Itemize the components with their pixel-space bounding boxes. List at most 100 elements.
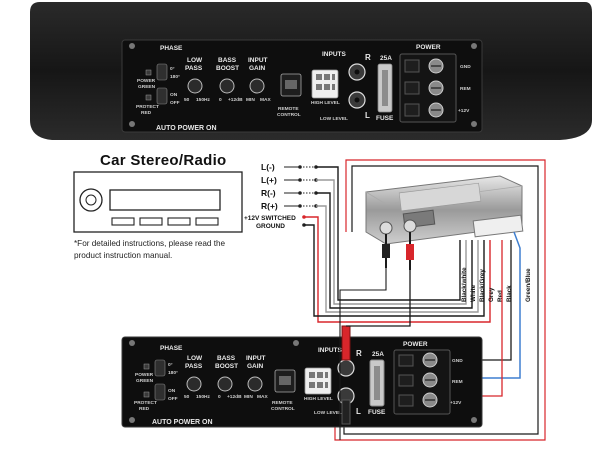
high-level-label: HIGH LEVEL [311,100,340,106]
stereo-display [109,189,221,211]
input-gain-label: INPUT [248,57,268,64]
bass-boost-label: BASS [218,57,237,64]
inputs-label: INPUTS [322,51,347,58]
protect-led-icon [145,94,152,101]
input-gain-knob[interactable] [249,78,265,94]
screw-icon [129,121,135,127]
power-led-icon [145,69,152,76]
low-pass-knob[interactable] [186,376,202,392]
protect-led-label-2: RED [141,110,152,116]
remote-control-label-2: CONTROL [277,112,301,118]
gnd-terminal-label: GND [460,64,471,70]
auto-power-switch[interactable] [154,383,166,401]
phase-180-label: 180° [168,370,178,376]
auto-power-on-label: AUTO POWER ON [152,419,213,426]
high-level-plug-pins [309,372,328,388]
rca-cable-white [382,234,390,268]
ground-wire [304,224,485,317]
input-gain-knob[interactable] [247,376,263,392]
high-level-input-plug[interactable] [304,367,332,395]
low-pass-min: 50 [184,97,190,103]
wire-label-black-grey: Black/Grey [479,269,486,302]
low-pass-label-2: PASS [185,65,203,72]
low-level-label: LOW LEVEL [320,116,348,122]
protect-led-label: PROTECT [134,400,157,406]
instruction-note: *For detailed instructions, please read … [74,238,225,262]
channel-r-label: R [365,53,371,62]
fuse-label: FUSE [368,409,386,416]
wire-label-grey: Grey [488,287,495,302]
remote-turn-on-wire [455,231,521,379]
bass-boost-max: +12dB [227,394,242,400]
fuse-rating-label: 25A [372,351,384,358]
power-led-label-2: GREEN [136,378,154,384]
wire-label-black-white: Black/white [461,267,468,302]
converter-rca-red [403,219,417,233]
low-pass-min: 50 [184,394,190,400]
high-low-converter [365,175,524,245]
bottom-amplifier: PHASE LOW PASS BASS BOOST INPUT GAIN INP… [121,325,483,428]
stereo-output-wires [284,166,316,207]
wire-label-black: Black [506,285,513,302]
power-terminal-label: POWER [403,341,428,348]
output-l-plus-label: L(+) [261,175,277,185]
switched-12v-label: +12V SWITCHED [244,215,296,222]
auto-off-label: OFF [170,100,180,106]
auto-on-label: ON [168,388,176,394]
auto-power-switch[interactable] [156,87,168,105]
bass-boost-label: BASS [217,355,236,362]
instruction-note-line-2: product instruction manual. [74,251,173,260]
phase-0-label: 0° [170,66,175,72]
gain-min: MIN [244,394,253,400]
output-l-minus-label: L(-) [261,162,275,172]
phase-label: PHASE [160,45,183,52]
switched-12v-wire [304,216,491,323]
phase-180-label: 180° [170,74,180,80]
low-level-label: LOW LEVEL [314,410,342,416]
fuse-rating-label: 25A [380,55,392,62]
input-gain-label: INPUT [246,355,266,362]
output-r-minus-label: R(-) [261,188,276,198]
power-led-label-2: GREEN [138,84,156,90]
low-pass-max: 150Hz [196,394,210,400]
stereo-button [195,217,219,226]
remote-control-label: REMOTE [278,106,299,112]
screw-icon [129,417,135,423]
car-stereo [73,171,243,233]
phase-switch[interactable] [154,359,166,377]
wire-label-red: Red [497,290,504,302]
phase-0-label: 0° [168,362,173,368]
speaker-level-wires [316,166,479,313]
screw-icon [471,121,477,127]
bass-boost-max: +12dB [228,97,243,103]
bass-boost-label-2: BOOST [216,65,239,72]
instruction-note-line-1: *For detailed instructions, please read … [74,239,226,248]
stereo-volume-knob-center [85,194,97,206]
bass-boost-min: 0 [218,394,221,400]
phase-switch[interactable] [156,63,168,81]
power-terminal-label: POWER [416,44,441,51]
high-level-label: HIGH LEVEL [304,396,333,402]
screw-icon [471,43,477,49]
red-frame-wire [334,159,546,441]
bass-boost-knob[interactable] [219,78,235,94]
gain-max: MAX [257,394,268,400]
bass-boost-knob[interactable] [217,376,233,392]
stereo-button [167,217,191,226]
remote-control-label-2: CONTROL [271,406,295,412]
gain-max: MAX [260,97,271,103]
rca-l-jack-center [354,97,360,103]
gnd-terminal-label: GND [452,358,463,364]
converter-rca-white [379,221,393,235]
low-pass-knob[interactable] [187,78,203,94]
phase-label: PHASE [160,345,183,352]
screw-icon [129,43,135,49]
inputs-label: INPUTS [318,347,343,354]
channel-l-label: L [365,111,370,120]
fuse-element [374,366,380,400]
low-pass-label: LOW [187,57,203,64]
fuse-element [382,70,388,106]
rca-signal-cable-l [339,268,387,440]
remote-control-label: REMOTE [272,400,293,406]
